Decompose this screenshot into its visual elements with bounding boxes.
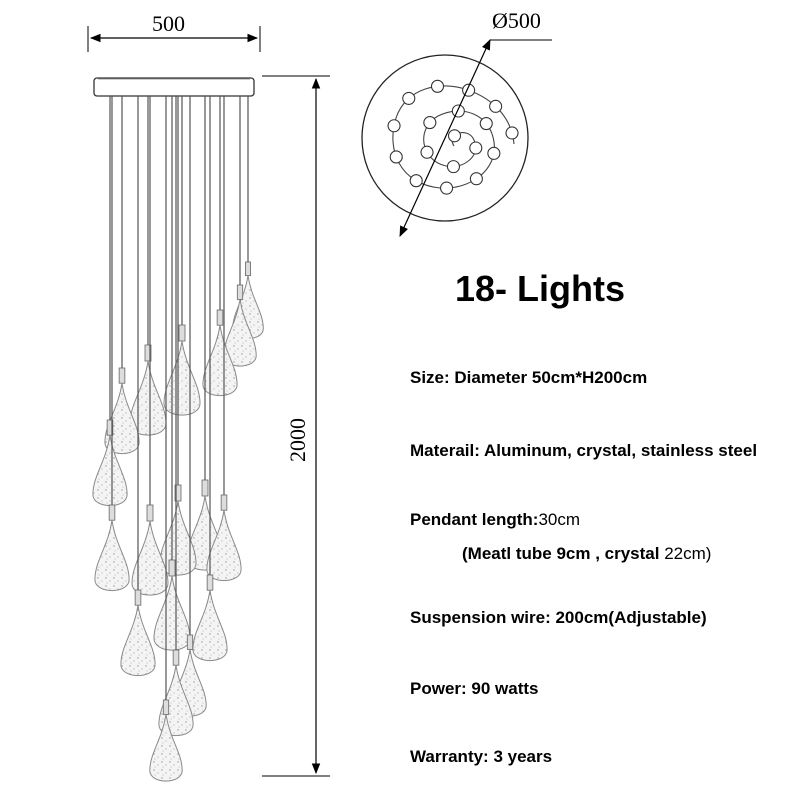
- pendant-detail-crystal: 22cm): [664, 544, 712, 563]
- crystal-drop: [159, 500, 197, 576]
- bulb-marker: [479, 117, 493, 131]
- height-dimension: 2000: [262, 75, 330, 777]
- crystal-drop: [94, 520, 130, 592]
- metal-tube: [172, 649, 180, 666]
- product-title: 18- Lights: [455, 268, 626, 309]
- crystal-drop: [120, 605, 156, 677]
- pendant-light: [131, 96, 169, 596]
- bulb-marker: [451, 104, 465, 118]
- spec-size: Size: Diameter 50cm*H200cm: [410, 368, 648, 387]
- bulb-marker: [420, 145, 434, 159]
- spec-material: Materail: Aluminum, crystal, stainless s…: [410, 441, 758, 460]
- width-dimension: 500: [87, 11, 261, 52]
- pendant-light: [232, 96, 264, 340]
- diameter-label: Ø500: [492, 8, 541, 33]
- metal-tube: [206, 574, 214, 591]
- pendant-light: [149, 96, 183, 782]
- crystal-drop: [153, 575, 191, 651]
- metal-tube: [216, 309, 224, 326]
- bulb-marker: [489, 99, 503, 113]
- pendant-light: [129, 96, 167, 436]
- bulb-marker: [505, 126, 519, 140]
- bulb-marker: [430, 79, 445, 93]
- bulb-marker: [469, 172, 483, 186]
- pendant-light: [192, 96, 228, 662]
- bulb-marker: [409, 174, 423, 188]
- metal-tube: [118, 367, 126, 384]
- pendant-light: [159, 96, 197, 576]
- bulb-marker: [446, 160, 460, 174]
- crystal-drop: [163, 340, 201, 416]
- pendant-length-label: Pendant length:: [410, 510, 539, 529]
- crystal-drop: [131, 520, 169, 596]
- bulb-marker: [469, 141, 483, 155]
- spec-warranty: Warranty: 3 years: [410, 747, 553, 766]
- spec-suspension: Suspension wire: 200cm(Adjustable): [410, 608, 707, 627]
- pendant-light: [153, 96, 191, 651]
- pendant-detail-text: (Meatl tube 9cm , crystal: [462, 544, 660, 563]
- bulb-marker: [487, 146, 501, 160]
- bulb-marker: [423, 116, 437, 130]
- pendant-light: [202, 96, 238, 397]
- metal-tube: [134, 589, 142, 606]
- pendant-light: [223, 96, 257, 367]
- crystal-drop: [206, 510, 242, 582]
- height-label: 2000: [285, 418, 310, 462]
- bulb-marker: [389, 150, 403, 164]
- pendant-light: [186, 96, 224, 571]
- bulb-marker: [387, 119, 401, 133]
- spec-pendant-length: Pendant length:30cm: [410, 510, 580, 530]
- pendant-light: [120, 96, 156, 677]
- metal-tube: [245, 261, 251, 277]
- metal-tube: [108, 504, 116, 521]
- canopy: [93, 77, 255, 97]
- metal-tube: [201, 479, 209, 497]
- top-view: Ø500: [361, 8, 552, 237]
- crystal-drop: [149, 714, 183, 782]
- spec-pendant-detail: (Meatl tube 9cm , crystal 22cm): [462, 544, 711, 564]
- crystal-drop: [192, 590, 228, 662]
- width-label: 500: [152, 11, 185, 36]
- metal-tube: [168, 559, 176, 577]
- metal-tube: [146, 504, 154, 522]
- metal-tube: [186, 634, 194, 650]
- pendant-lights: [92, 96, 264, 782]
- pendant-light: [94, 96, 130, 592]
- metal-tube: [178, 324, 186, 342]
- spec-power: Power: 90 watts: [410, 679, 539, 698]
- pendant-light: [163, 96, 201, 416]
- pendant-length-value: 30cm: [538, 510, 581, 529]
- bulb-marker: [402, 91, 416, 105]
- bulb-marker: [440, 181, 454, 195]
- pendant-light: [158, 96, 194, 737]
- bulb-marker: [447, 129, 462, 143]
- pendant-light: [206, 96, 242, 582]
- metal-tube: [236, 284, 244, 300]
- crystal-drop: [223, 299, 257, 367]
- metal-tube: [162, 699, 170, 715]
- metal-tube: [220, 494, 228, 511]
